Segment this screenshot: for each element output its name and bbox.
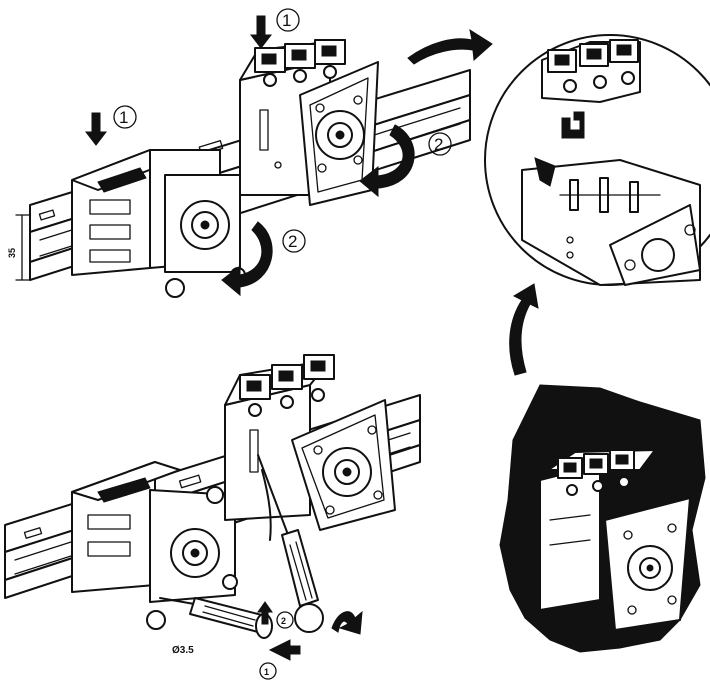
step2-label-bottom: 2 [281, 616, 286, 626]
switch-big-bottom [224, 354, 396, 531]
photo-inset [499, 384, 706, 653]
curved-arrow-icon [509, 283, 539, 376]
detail-circle [484, 34, 710, 286]
step2-label-left: 2 [288, 232, 297, 251]
switch-left-top [71, 149, 246, 298]
down-arrow-icon [257, 601, 273, 625]
step2-label-top: 2 [434, 135, 443, 154]
rotate-arrow-icon [331, 610, 363, 635]
step2-rotate-top: 2 [359, 124, 452, 198]
screwdriver-size-label: Ø3.5 [172, 645, 194, 656]
step1-label-bottom: 1 [264, 667, 269, 677]
rail-height-dimension: 35 [7, 214, 31, 281]
bottom-step-arrows: 2 1 [257, 601, 363, 680]
screwdriver-icon [159, 597, 273, 639]
screwdriver-icon [257, 454, 324, 633]
step1-arrow-top: 1 [249, 8, 300, 49]
switch-big-top [239, 39, 379, 206]
switch-left-bottom [71, 461, 238, 630]
down-arrow-icon [268, 639, 301, 661]
step1-label-left: 1 [119, 108, 128, 127]
down-arrow-icon [249, 15, 273, 49]
step1-arrow-left: 1 [84, 105, 137, 146]
down-arrow-icon [561, 111, 585, 139]
rotate-arrow-icon [221, 221, 273, 297]
step2-rotate-left: 2 [221, 221, 306, 297]
step1-label-top: 1 [282, 11, 291, 30]
rotate-arrow-icon [359, 124, 415, 198]
rail-height-label: 35 [7, 248, 17, 258]
down-arrow-icon [84, 112, 108, 146]
curved-arrow-icon [407, 28, 493, 65]
